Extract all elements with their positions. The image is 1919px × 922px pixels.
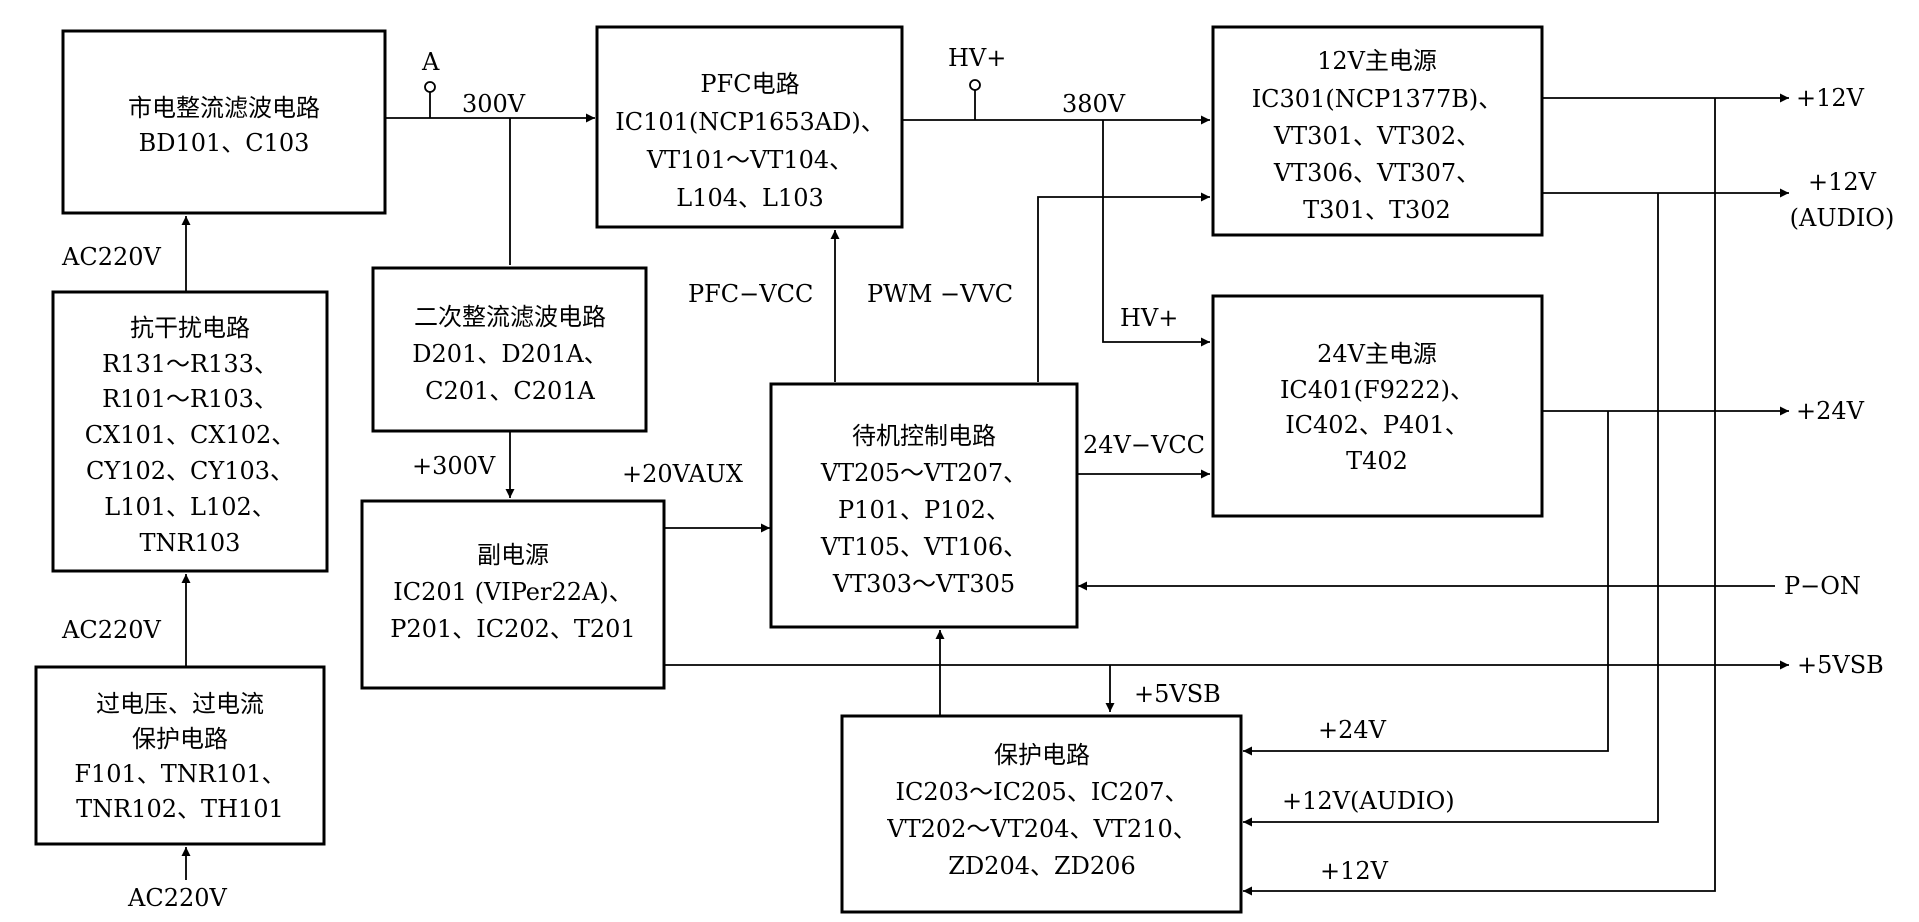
- block-main24-line: T402: [1346, 447, 1408, 475]
- block-rectifier-line: 市电整流滤波电路: [128, 94, 320, 122]
- block-rectifier-line: BD101、C103: [139, 129, 310, 157]
- block-pfc-line: IC101(NCP1653AD)、: [615, 108, 885, 136]
- block-overvolt-line: 保护电路: [132, 725, 228, 753]
- block-main12-line: IC301(NCP1377B)、: [1252, 85, 1503, 113]
- label-fb-12v-audio: +12V(AUDIO): [1282, 787, 1455, 815]
- label-out-24v: +24V: [1796, 397, 1865, 425]
- label-out-12v-audio-line1: +12V: [1808, 168, 1877, 196]
- block-emi-line: TNR103: [140, 529, 241, 557]
- node-a: [424, 81, 436, 93]
- block-protect-line: ZD204、ZD206: [948, 852, 1135, 880]
- label-out-5vsb: +5VSB: [1797, 651, 1884, 679]
- block-standby-line: 待机控制电路: [852, 422, 996, 450]
- block-main12-line: VT301、VT302、: [1273, 122, 1480, 150]
- label-380v: 380V: [1062, 90, 1126, 118]
- block-emi-line: 抗干扰电路: [130, 314, 250, 342]
- connections: [181, 79, 1789, 896]
- block-standby-line: P101、P102、: [838, 496, 1010, 524]
- block-secondary-line: D201、D201A、: [412, 340, 607, 368]
- block-pfc-line: PFC电路: [700, 70, 799, 98]
- label-ac220-bottom: AC220V: [127, 884, 228, 912]
- label-fb-24v: +24V: [1318, 716, 1387, 744]
- block-aux-line: P201、IC202、T201: [390, 615, 635, 643]
- block-protect-line: VT202～VT204、VT210、: [886, 815, 1196, 843]
- block-standby: 待机控制电路 VT205～VT207、 P101、P102、 VT105、VT1…: [769, 382, 1079, 629]
- block-pfc: PFC电路 IC101(NCP1653AD)、 VT101～VT104、 L10…: [595, 25, 904, 229]
- label-plus-5vsb-mid: +5VSB: [1134, 680, 1221, 708]
- label-24v-vcc: 24V−VCC: [1083, 431, 1205, 459]
- block-overvolt-line: F101、TNR101、: [74, 760, 285, 788]
- node-hv-plus: [969, 79, 981, 91]
- block-main24-line: IC402、P401、: [1285, 411, 1469, 439]
- block-aux: 副电源 IC201 (VIPer22A)、 P201、IC202、T201: [360, 499, 666, 690]
- label-out-12v-audio-line2: (AUDIO): [1790, 204, 1895, 232]
- label-hv-plus-top: HV+: [948, 44, 1006, 72]
- block-secondary-line: 二次整流滤波电路: [414, 303, 606, 331]
- label-fb-12v: +12V: [1320, 857, 1389, 885]
- block-main12-line: T301、T302: [1303, 196, 1451, 224]
- wire-hv-to-main24: [1102, 120, 1210, 347]
- block-main12-line: VT306、VT307、: [1273, 159, 1480, 187]
- label-ac220-mid: AC220V: [61, 616, 162, 644]
- label-pwm-vvc: PWM −VVC: [867, 280, 1013, 308]
- block-standby-line: VT105、VT106、: [820, 533, 1027, 561]
- block-main12-line: 12V主电源: [1317, 47, 1437, 75]
- block-protect-line: 保护电路: [994, 741, 1090, 769]
- label-pfc-vcc: PFC−VCC: [688, 280, 813, 308]
- wire-fb-24v: [1243, 411, 1609, 756]
- wire-pwm-vvc: [1037, 192, 1210, 382]
- block-aux-line: 副电源: [477, 541, 549, 569]
- block-emi-line: CX101、CX102、: [85, 421, 296, 449]
- label-out-12v: +12V: [1796, 84, 1865, 112]
- block-secondary-line: C201、C201A: [425, 377, 595, 405]
- block-protect-line: IC203～IC205、IC207、: [896, 778, 1189, 806]
- wire-fb-12v: [1243, 98, 1716, 896]
- label-300v: 300V: [462, 90, 526, 118]
- block-emi-line: CY102、CY103、: [86, 457, 294, 485]
- block-secondary: 二次整流滤波电路 D201、D201A、 C201、C201A: [371, 266, 648, 433]
- label-node-a: A: [421, 48, 440, 76]
- block-standby-line: VT205～VT207、: [820, 459, 1027, 487]
- block-emi-line: R101～R103、: [102, 385, 278, 413]
- block-main12: 12V主电源 IC301(NCP1377B)、 VT301、VT302、 VT3…: [1211, 25, 1544, 237]
- block-emi-line: L101、L102、: [104, 493, 276, 521]
- block-pfc-line: VT101～VT104、: [646, 146, 853, 174]
- block-rectifier: 市电整流滤波电路 BD101、C103: [61, 29, 387, 215]
- wire-fb-12v-audio: [1243, 193, 1659, 827]
- block-overvolt-line: TNR102、TH101: [76, 795, 284, 823]
- block-main24-line: 24V主电源: [1317, 340, 1437, 368]
- block-main24: 24V主电源 IC401(F9222)、 IC402、P401、 T402: [1211, 294, 1544, 518]
- label-plus-20vaux: +20VAUX: [622, 460, 743, 488]
- block-protect: 保护电路 IC203～IC205、IC207、 VT202～VT204、VT21…: [840, 714, 1243, 914]
- block-main24-line: IC401(F9222)、: [1280, 376, 1474, 404]
- block-aux-line: IC201 (VIPer22A)、: [393, 578, 632, 606]
- block-standby-line: VT303～VT305: [832, 570, 1015, 598]
- signal-labels: A 300V HV+ 380V +12V +12V (AUDIO) +24V P…: [61, 44, 1894, 912]
- label-plus-300v: +300V: [412, 452, 496, 480]
- label-ac220-top: AC220V: [61, 243, 162, 271]
- block-overvolt-line: 过电压、过电流: [96, 690, 264, 718]
- block-pfc-line: L104、L103: [676, 184, 824, 212]
- block-emi-line: R131～R133、: [102, 350, 278, 378]
- label-p-on: P−ON: [1784, 572, 1861, 600]
- block-emi: 抗干扰电路 R131～R133、 R101～R103、 CX101、CX102、…: [51, 290, 329, 573]
- label-hv-plus-mid: HV+: [1120, 304, 1178, 332]
- block-overvolt: 过电压、过电流 保护电路 F101、TNR101、 TNR102、TH101: [34, 665, 326, 846]
